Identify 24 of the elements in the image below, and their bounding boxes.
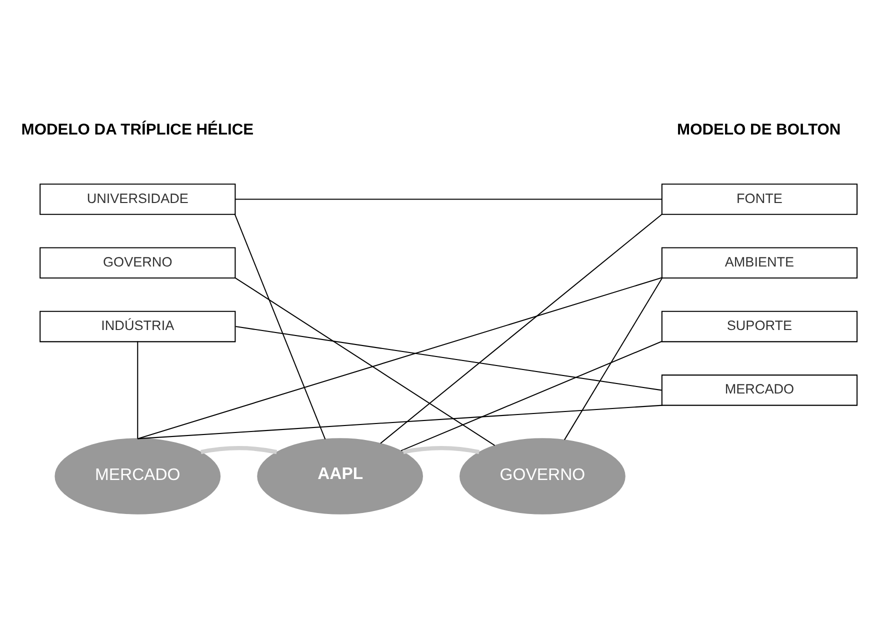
connector [402, 446, 480, 454]
connector [564, 276, 663, 440]
connector [137, 276, 663, 439]
node-ellipse: GOVERNO [460, 438, 626, 514]
connector [236, 326, 662, 390]
connector [138, 404, 662, 439]
connector [235, 198, 662, 200]
node-box: SUPORTE [661, 310, 858, 342]
node-box: AMBIENTE [661, 246, 858, 278]
label: MODELO DA TRÍPLICE HÉLICE [21, 121, 254, 138]
connector [137, 340, 138, 438]
node-box: GOVERNO [40, 246, 236, 278]
connector [234, 213, 326, 439]
label: MODELO DE BOLTON [677, 121, 841, 138]
node-box: UNIVERSIDADE [40, 183, 236, 214]
node-ellipse: AAPL [257, 438, 423, 514]
connector [380, 212, 663, 444]
node-box: MERCADO [661, 374, 858, 406]
node-ellipse: MERCADO [54, 438, 221, 514]
connector [200, 446, 278, 454]
node-box: FONTE [661, 183, 858, 214]
node-box: INDÚSTRIA [40, 310, 236, 342]
connector [400, 340, 663, 451]
connector [234, 276, 495, 446]
